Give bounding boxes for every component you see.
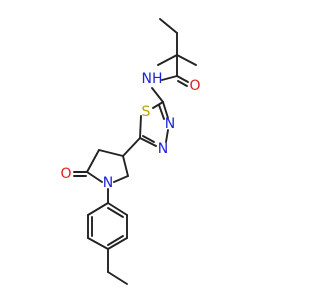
bond-c2-n3: [162, 101, 169, 119]
bond-n1-c5: [113, 175, 129, 183]
bond-c2-n1: [86, 171, 103, 183]
bond-ring-1: [107, 202, 128, 216]
molecule-canvas: NH O S N N O N: [60, 18, 201, 285]
bond-carbonyl-double-b: [177, 80, 188, 87]
atom-thiadiazole-n3: N: [165, 116, 175, 132]
atom-thiadiazole-n4: N: [158, 141, 168, 157]
bond-c4-c3: [98, 149, 124, 157]
atom-labels: NH O S N N O N: [60, 71, 200, 191]
atom-amide-o: O: [189, 78, 200, 94]
atom-amide-n: N: [141, 71, 151, 87]
bonds: [73, 18, 197, 285]
bond-ethyl-end: [159, 18, 178, 34]
bond-ethyl-ch3: [107, 271, 128, 285]
bond-ring-double-2: [107, 235, 124, 246]
bond-thiadiazole-pyrrolidine: [122, 137, 141, 157]
bond-methyl-b: [176, 54, 197, 66]
molecule-structure: NH O S N N O N: [60, 18, 201, 285]
bond-n4-c5-double: [142, 135, 155, 143]
bond-ring-double-1: [107, 207, 124, 218]
bond-c2-s: [152, 101, 164, 109]
atom-lactam-o: O: [60, 166, 71, 182]
atom-amide-h: H: [152, 71, 163, 87]
bond-ring-4: [87, 237, 109, 250]
bond-c2-n3-double: [158, 104, 165, 120]
bond-n3-n4: [165, 129, 169, 143]
bond-carbonyl-double-a: [176, 75, 189, 83]
bond-ring-6: [87, 202, 109, 216]
bond-nh-thiadiazole: [151, 87, 164, 103]
bond-n4-c5: [139, 137, 157, 147]
bond-methyl-a: [157, 54, 178, 66]
bond-carbonyl-nh: [161, 75, 178, 81]
bond-ring-3: [107, 237, 128, 250]
bond-c3-c2: [86, 149, 100, 173]
bond-c5-c4: [122, 155, 129, 177]
atom-thiadiazole-s: S: [142, 104, 151, 120]
atom-amide-nh: NH: [141, 71, 162, 87]
atom-pyrrolidine-n: N: [103, 175, 113, 191]
bond-s-c5: [139, 115, 142, 139]
